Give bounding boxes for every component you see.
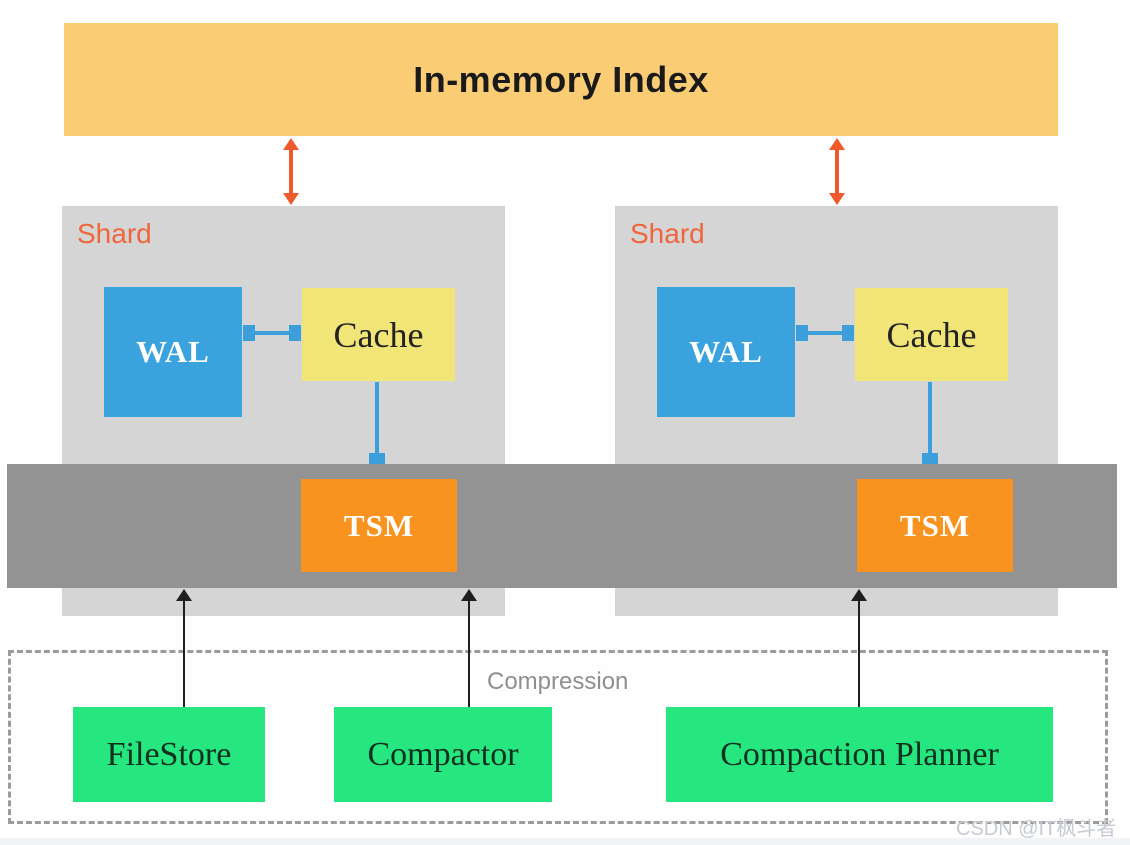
arrow-shaft <box>289 150 293 193</box>
compactor-storage-arrow-icon <box>461 589 477 707</box>
arrow-right-head-icon <box>289 325 301 341</box>
arrow-shaft <box>928 382 932 453</box>
arrow-shaft <box>808 331 842 335</box>
planner-storage-arrow-icon <box>851 589 867 707</box>
arrow-shaft <box>857 601 861 707</box>
arrow-shaft <box>835 150 839 193</box>
cache-tsm-arrow-icon <box>369 382 385 465</box>
tsm-box: TSM <box>301 479 457 572</box>
cache-label: Cache <box>333 314 424 355</box>
arrow-down-head-icon <box>922 453 938 465</box>
arrow-up-head-icon <box>176 589 192 601</box>
tsm-label: TSM <box>899 507 971 543</box>
shard-label: Shard <box>630 218 705 249</box>
wal-cache-bidirectional-arrow-icon <box>243 325 301 341</box>
compactor-box: Compactor <box>334 707 552 802</box>
cache-box: Cache <box>302 288 455 381</box>
tsm-label: TSM <box>343 507 415 543</box>
compression-group-box <box>8 650 1108 824</box>
wal-box: WAL <box>104 287 242 417</box>
arrow-up-head-icon <box>829 138 845 150</box>
cache-box: Cache <box>855 288 1008 381</box>
arrow-down-head-icon <box>369 453 385 465</box>
arrow-shaft <box>467 601 471 707</box>
tsm-box: TSM <box>857 479 1013 572</box>
wal-label: WAL <box>689 334 763 369</box>
footer-strip <box>0 838 1130 845</box>
cache-label: Cache <box>886 314 977 355</box>
compaction-planner-label: Compaction Planner <box>720 735 999 773</box>
arrow-shaft <box>182 601 186 707</box>
arrow-down-head-icon <box>829 193 845 205</box>
in-memory-index-banner: In-memory Index <box>64 23 1058 136</box>
arrow-up-head-icon <box>851 589 867 601</box>
cache-tsm-arrow-icon <box>922 382 938 465</box>
filestore-storage-arrow-icon <box>176 589 192 707</box>
arrow-left-head-icon <box>243 325 255 341</box>
arrow-up-head-icon <box>283 138 299 150</box>
csdn-watermark: CSDN @IT枫斗者 <box>956 818 1117 840</box>
index-shard-bidirectional-arrow-icon <box>283 138 299 205</box>
compression-label: Compression <box>487 668 629 695</box>
arrow-down-head-icon <box>283 193 299 205</box>
wal-box: WAL <box>657 287 795 417</box>
filestore-label: FileStore <box>106 735 232 773</box>
wal-label: WAL <box>136 334 210 369</box>
arrow-left-head-icon <box>796 325 808 341</box>
filestore-box: FileStore <box>73 707 265 802</box>
shard-label: Shard <box>77 218 152 249</box>
index-shard-bidirectional-arrow-icon <box>829 138 845 205</box>
arrow-shaft <box>255 331 289 335</box>
compactor-label: Compactor <box>367 735 519 773</box>
arrow-shaft <box>375 382 379 453</box>
in-memory-index-label: In-memory Index <box>413 58 709 100</box>
compaction-planner-box: Compaction Planner <box>666 707 1053 802</box>
wal-cache-bidirectional-arrow-icon <box>796 325 854 341</box>
arrow-up-head-icon <box>461 589 477 601</box>
arrow-right-head-icon <box>842 325 854 341</box>
